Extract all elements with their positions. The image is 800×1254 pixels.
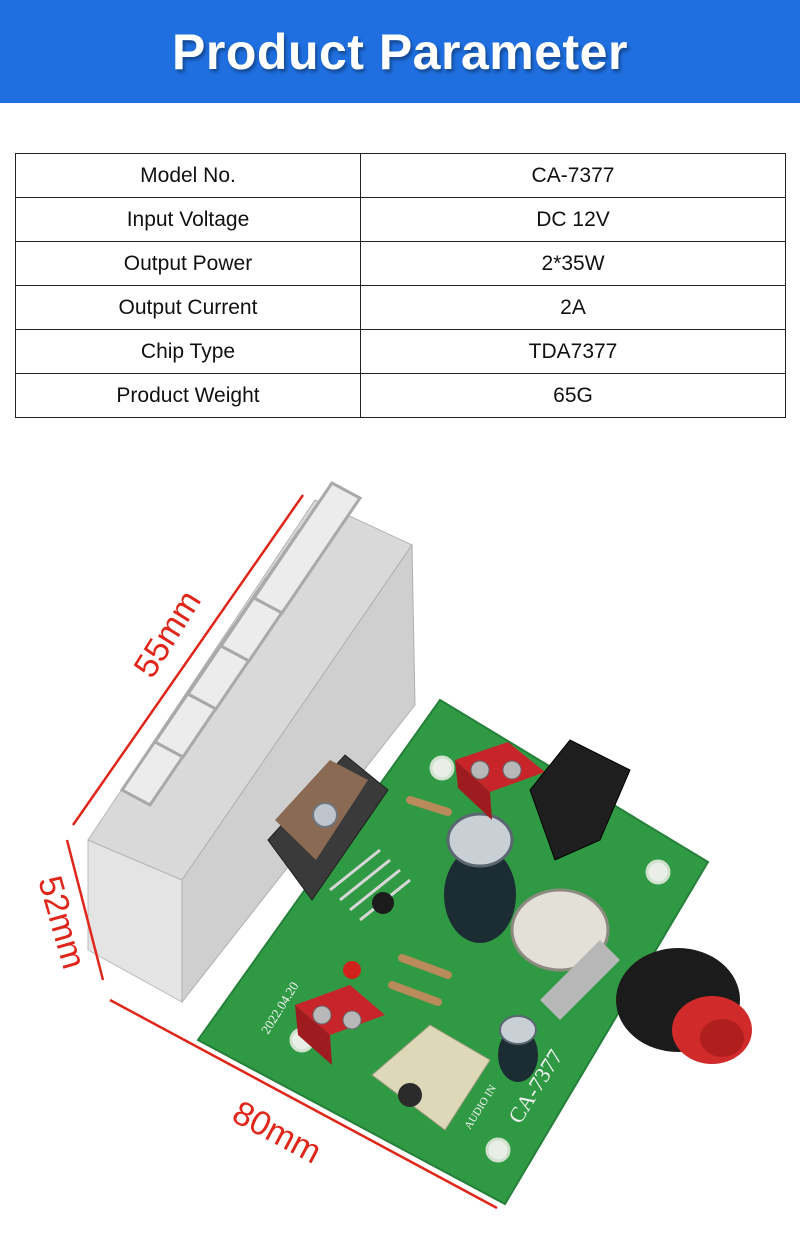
parameter-table: Model No. CA-7377 Input Voltage DC 12V O… xyxy=(15,153,786,418)
dc-power-jack xyxy=(529,739,631,861)
terminal-block-top xyxy=(455,742,545,820)
mounting-hole xyxy=(645,859,671,885)
param-label: Model No. xyxy=(15,153,361,198)
param-label: Chip Type xyxy=(15,329,361,374)
table-row: Input Voltage DC 12V xyxy=(15,197,786,242)
param-value: 2A xyxy=(360,285,786,330)
param-value: 65G xyxy=(360,373,786,418)
table-row: Model No. CA-7377 xyxy=(15,153,786,198)
page-title: Product Parameter xyxy=(172,23,628,80)
param-value: TDA7377 xyxy=(360,329,786,374)
resistors xyxy=(388,796,452,1006)
led xyxy=(343,961,361,979)
dimension-width-label: 80mm xyxy=(226,1094,327,1172)
dimension-depth-label: 52mm xyxy=(30,872,93,973)
capacitor-tiny xyxy=(372,892,394,914)
table-row: Chip Type TDA7377 xyxy=(15,329,786,374)
volume-knob-icon xyxy=(616,948,752,1064)
param-label: Output Power xyxy=(15,241,361,286)
capacitor-large xyxy=(444,812,516,943)
mounting-hole xyxy=(429,755,455,781)
capacitor-small xyxy=(498,1015,538,1082)
dimension-height-label: 55mm xyxy=(127,584,209,684)
dimension-line-55 xyxy=(71,494,305,826)
dimension-line-52 xyxy=(65,839,105,981)
table-row: Product Weight 65G xyxy=(15,373,786,418)
param-label: Output Current xyxy=(15,285,361,330)
product-photo: CA-7377 2022.04.20 AUDIO IN 55mm 52mm 80… xyxy=(30,481,752,1210)
param-label: Product Weight xyxy=(15,373,361,418)
audio-jack xyxy=(371,1024,491,1131)
table-row: Output Power 2*35W xyxy=(15,241,786,286)
terminal-block-bottom xyxy=(295,985,385,1065)
param-value: 2*35W xyxy=(360,241,786,286)
param-value: DC 12V xyxy=(360,197,786,242)
header-banner: Product Parameter xyxy=(0,0,800,103)
param-label: Input Voltage xyxy=(15,197,361,242)
heatsink xyxy=(87,481,416,1004)
param-value: CA-7377 xyxy=(360,153,786,198)
screw-icon xyxy=(312,802,338,828)
dimension-line-80 xyxy=(109,998,498,1210)
table-row: Output Current 2A xyxy=(15,285,786,330)
potentiometer xyxy=(510,888,620,1020)
mounting-hole xyxy=(485,1137,511,1163)
